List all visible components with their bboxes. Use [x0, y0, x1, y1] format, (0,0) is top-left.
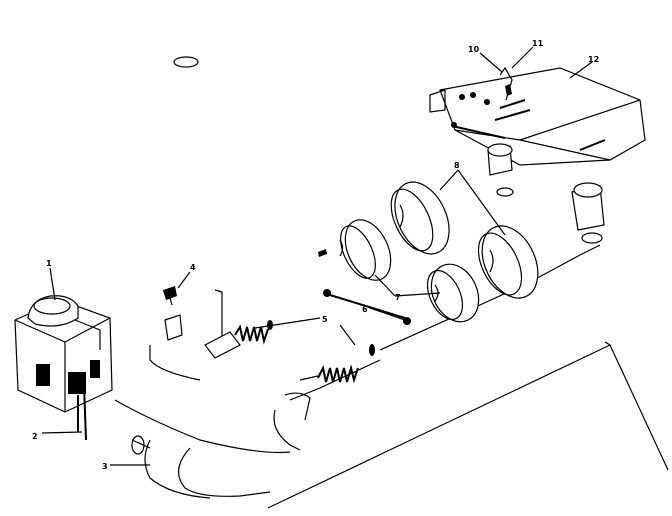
callout-1: 1	[46, 259, 52, 268]
pulley-lower-large	[477, 225, 539, 299]
callout-7: 7	[395, 293, 401, 302]
callout-5: 5	[322, 315, 328, 324]
callout-2: 2	[32, 432, 38, 441]
callout-11: 11	[532, 39, 544, 48]
callout-3: 3	[102, 462, 108, 471]
base-frame	[114, 244, 669, 509]
tension-spring-upper	[204, 320, 273, 359]
pulley-lower-small	[426, 263, 480, 323]
callout-10: 10	[468, 45, 480, 54]
pulley-upper-small	[318, 219, 392, 281]
upper-housing	[429, 66, 646, 166]
leader-lines	[41, 46, 593, 466]
tension-spring-lower	[299, 344, 375, 384]
callout-8: 8	[454, 161, 460, 170]
pulley-upper-large	[390, 181, 450, 255]
engine	[14, 295, 113, 441]
shaft-coupling	[131, 435, 151, 455]
spindle-upper	[487, 143, 514, 197]
spindle-lower	[571, 182, 605, 244]
tensioner-link	[323, 289, 411, 325]
fastener-bolt	[163, 286, 177, 306]
oval-mark	[173, 56, 199, 68]
callout-6: 6	[362, 305, 368, 314]
callout-4: 4	[190, 263, 196, 272]
callout-12: 12	[588, 55, 599, 64]
